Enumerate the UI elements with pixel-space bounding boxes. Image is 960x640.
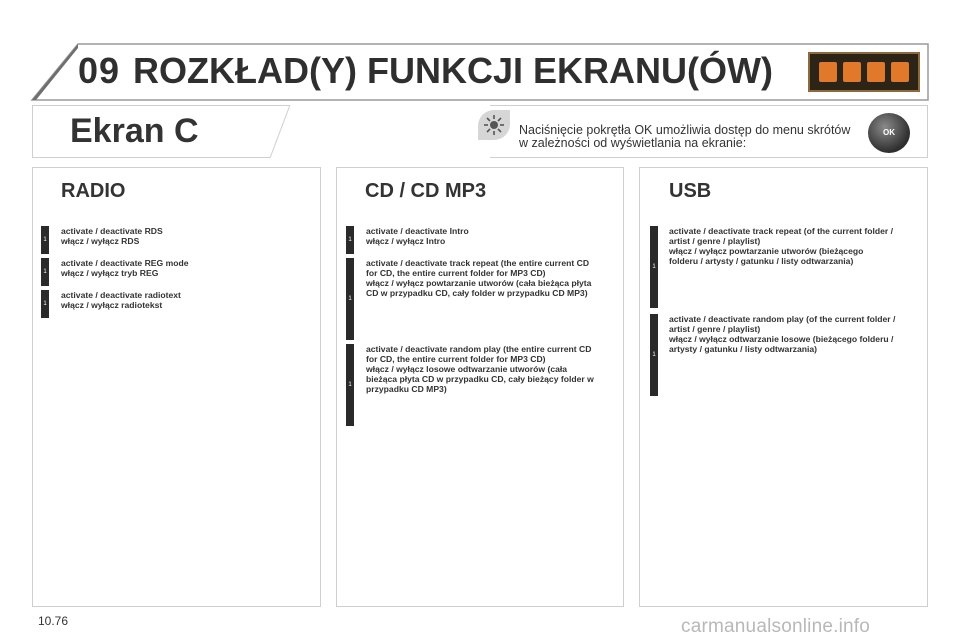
ok-hint-text: Naciśnięcie pokrętła OK umożliwia dostęp…	[519, 123, 851, 150]
usb-panel	[639, 167, 928, 607]
cd-panel	[336, 167, 624, 607]
tip-icon	[478, 110, 510, 140]
radio-item-reg: activate / deactivate REG mode włącz / w…	[61, 258, 189, 278]
cd-item-random-play: activate / deactivate random play (the e…	[366, 344, 594, 394]
usb-item-random-play: activate / deactivate random play (of th…	[669, 314, 896, 354]
screen-title: Ekran C	[70, 112, 199, 150]
radio-item-level: 1	[41, 290, 49, 318]
chapter-title: ROZKŁAD(Y) FUNKCJI EKRANU(ÓW)	[133, 50, 773, 91]
page-number: 10.76	[38, 614, 69, 628]
cd-item-level: 1	[346, 226, 354, 254]
usb-item-level: 1	[650, 226, 658, 308]
chapter-thumbnail-icon	[808, 52, 920, 92]
cd-item-track-repeat: activate / deactivate track repeat (the …	[366, 258, 592, 298]
cd-item-level: 1	[346, 344, 354, 426]
usb-item-level: 1	[650, 314, 658, 396]
radio-title: RADIO	[61, 180, 126, 202]
screen-heading-divider	[270, 105, 490, 159]
cd-item-level: 1	[346, 258, 354, 340]
cd-title: CD / CD MP3	[365, 180, 487, 202]
radio-item-level: 1	[41, 258, 49, 286]
header-frame	[30, 43, 929, 101]
usb-item-track-repeat: activate / deactivate track repeat (of t…	[669, 226, 893, 266]
watermark: carmanualsonline.info	[681, 616, 871, 637]
ok-button-icon: OK	[868, 113, 910, 153]
radio-item-radiotext: activate / deactivate radiotext włącz / …	[61, 290, 181, 310]
usb-title: USB	[669, 180, 712, 202]
radio-panel	[32, 167, 321, 607]
radio-item-level: 1	[41, 226, 49, 254]
radio-item-rds: activate / deactivate RDS włącz / wyłącz…	[61, 226, 163, 246]
chapter-number: 09	[78, 50, 121, 91]
cd-item-intro: activate / deactivate Intro włącz / wyłą…	[366, 226, 469, 246]
